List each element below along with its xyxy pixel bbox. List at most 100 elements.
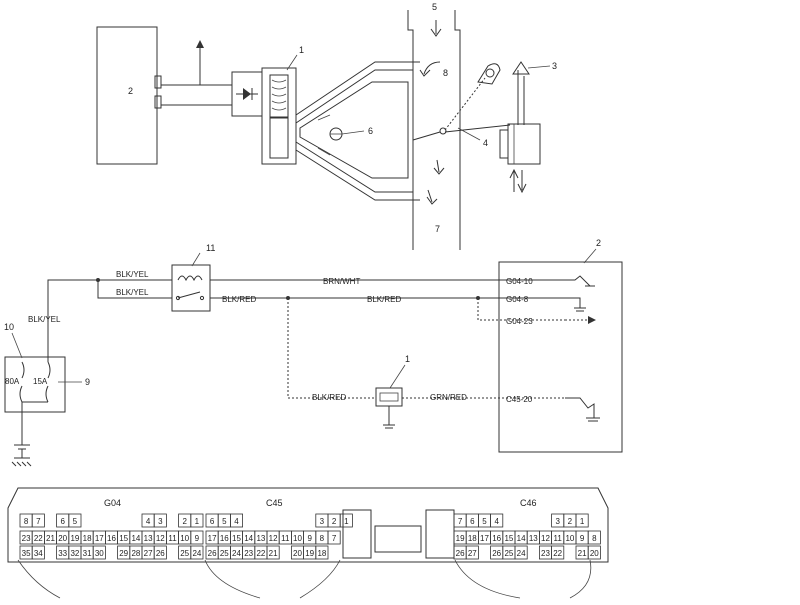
connector-pin-number: 23 [541, 549, 550, 558]
connector-pin-cell [153, 545, 167, 560]
connector-pin-number: 9 [580, 534, 585, 543]
duct-lower-inner [295, 141, 413, 193]
connector-pin-number: 4 [494, 517, 499, 526]
connector-pin-number: 27 [144, 549, 153, 558]
duct-lower-outer [295, 149, 420, 201]
duct-triangle [299, 81, 409, 179]
connector-pin-number: 11 [168, 534, 177, 543]
outlet-arrow-icon [426, 189, 438, 205]
vacuum-down-arrow-icon [517, 170, 527, 194]
vent-arrow-icon [196, 40, 204, 48]
connector-pin-cell [266, 545, 280, 560]
connector-pin-cell [465, 545, 479, 560]
connector-pin-number: 23 [244, 549, 253, 558]
connector-pin-number: 31 [83, 549, 92, 558]
connector-pin-number: 18 [317, 549, 326, 558]
connector-pin-number: 15 [504, 534, 513, 543]
relay-coil-icon [177, 275, 203, 282]
connector-pin-number: 12 [156, 534, 165, 543]
connector-pin-number: 2 [182, 517, 187, 526]
connector-pin-number: 32 [70, 549, 79, 558]
wire-label-grn-red: GRN/RED [430, 393, 467, 402]
connector-pin-number: 3 [555, 517, 560, 526]
fuse-80a-icon [19, 361, 25, 403]
connector-pin-cell [229, 513, 243, 528]
callout-link: 4 [483, 138, 488, 148]
harness-curves [17, 559, 592, 599]
callout-valve: 6 [368, 126, 373, 136]
flow-arrow-icon [419, 61, 441, 77]
connector-pin-number: 7 [332, 534, 337, 543]
connector-pin-number: 20 [293, 549, 302, 558]
solenoid-valve-body [261, 67, 297, 165]
connector-pin-number: 19 [456, 534, 465, 543]
connector-pin-number: 26 [456, 549, 465, 558]
connector-pin-number: 35 [22, 549, 31, 558]
terminal-g04-10: G04-10 [506, 277, 533, 286]
actuator-up-arrow-icon [512, 61, 530, 75]
connector-pin-number: 22 [553, 549, 562, 558]
connector-pin-number: 16 [492, 534, 501, 543]
connector-pin-cell [31, 545, 45, 560]
connector-pin-number: 2 [332, 517, 337, 526]
fuse-15a-icon [45, 361, 51, 403]
inlet-arrow-icon [430, 20, 442, 37]
connector-pin-cell [153, 513, 167, 528]
connector-pin-cell [587, 545, 601, 560]
connector-pin-number: 12 [269, 534, 278, 543]
connector-pin-number: 5 [222, 517, 227, 526]
connector-pin-number: 5 [482, 517, 487, 526]
connector-pin-number: 6 [210, 517, 215, 526]
connector-pin-number: 26 [492, 549, 501, 558]
callout-actuator: 3 [552, 61, 557, 71]
connector-pin-number: 8 [592, 534, 597, 543]
connector-pin-number: 25 [220, 549, 229, 558]
connector-pin-number: 28 [131, 549, 140, 558]
wire-blk-yel-feed [47, 279, 98, 362]
connector-pin-number: 9 [195, 534, 200, 543]
connector-pin-cell [514, 545, 528, 560]
connector-pin-number: 14 [244, 534, 253, 543]
fuse-15a-label: 15A [33, 377, 48, 386]
connector-pin-number: 15 [232, 534, 241, 543]
vacuum-up-arrow-icon [509, 168, 519, 192]
connector-pin-number: 19 [305, 549, 314, 558]
wire-label-relay-switch: BLK/YEL [116, 288, 149, 297]
connector-pin-cell [490, 513, 504, 528]
c45-title: C45 [266, 498, 283, 508]
fuse-80a-label: 80A [5, 377, 20, 386]
connector-pin-number: 21 [269, 549, 278, 558]
connector-pin-number: 20 [590, 549, 599, 558]
terminal-g04-8: G04-8 [506, 295, 529, 304]
g04-title: G04 [104, 498, 121, 508]
callout-ecm-block: 2 [596, 238, 601, 248]
connector-pin-number: 13 [529, 534, 538, 543]
ecm-connector-upper [154, 75, 162, 89]
callout-fuse: 9 [85, 377, 90, 387]
connector-pin-cell [68, 513, 82, 528]
connector-pin-cell [587, 530, 601, 545]
connector-pin-cell [190, 513, 204, 528]
connector-pin-number: 17 [208, 534, 217, 543]
connector-pin-number: 25 [180, 549, 189, 558]
connector-pin-number: 9 [307, 534, 312, 543]
callout-ecm: 2 [128, 86, 133, 96]
wire-g04-23 [477, 298, 565, 321]
connector-pin-number: 24 [517, 549, 526, 558]
ecm-switch-icon-1 [565, 275, 595, 287]
connector-pin-number: 4 [146, 517, 151, 526]
ecm-switch-icon-2 [565, 397, 600, 422]
connector-pin-number: 34 [34, 549, 43, 558]
actuator-cylinder [507, 123, 541, 165]
connector-latch-left [342, 509, 372, 559]
connector-pin-number: 3 [320, 517, 325, 526]
connector-pin-number: 6 [470, 517, 475, 526]
connector-pin-number: 27 [468, 549, 477, 558]
connector-pin-number: 10 [180, 534, 189, 543]
